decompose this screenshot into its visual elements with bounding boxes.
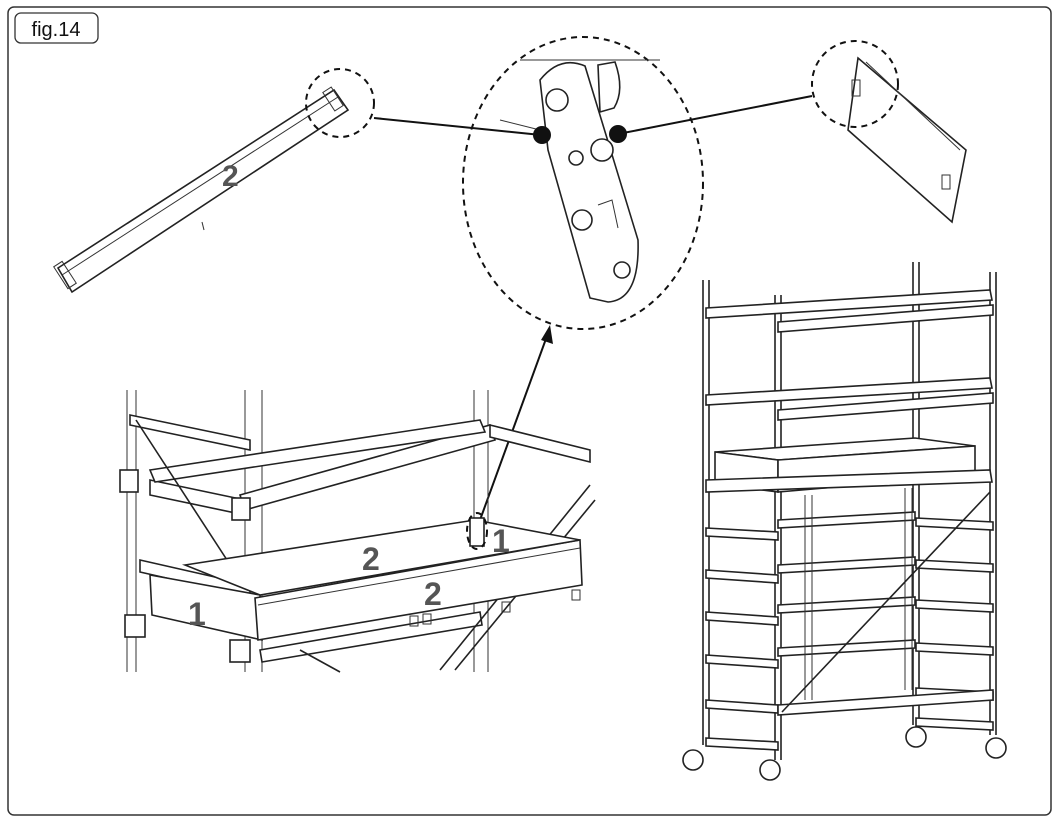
connector-dot-left (533, 126, 551, 144)
connector-right (617, 95, 813, 135)
pointer-arrow (479, 325, 553, 521)
figure-label-text: fig.14 (32, 19, 81, 41)
ladder-rungs (705, 511, 994, 716)
hook-detail-magnified (462, 36, 704, 330)
detail-circle-left (305, 68, 375, 138)
figure-frame (7, 6, 1052, 816)
detail-circle-right (811, 40, 899, 128)
toe-board-detached: 2 (53, 68, 375, 294)
callout-board-1-right: 1 (492, 523, 510, 559)
platform-closeup: 2 2 1 1 (119, 390, 596, 673)
connector-left (373, 117, 542, 136)
connector-dot-right (609, 125, 627, 143)
callout-board-2-side: 2 (362, 541, 380, 577)
callout-board-2-front: 2 (424, 576, 442, 612)
toe-board-detached-right (811, 40, 967, 224)
scaffold-tower (682, 262, 1007, 781)
callout-board-2-top: 2 (222, 160, 239, 193)
castor-wheels (682, 726, 1007, 781)
figure-label: fig.14 (14, 12, 99, 44)
callout-board-1-left: 1 (188, 596, 206, 632)
